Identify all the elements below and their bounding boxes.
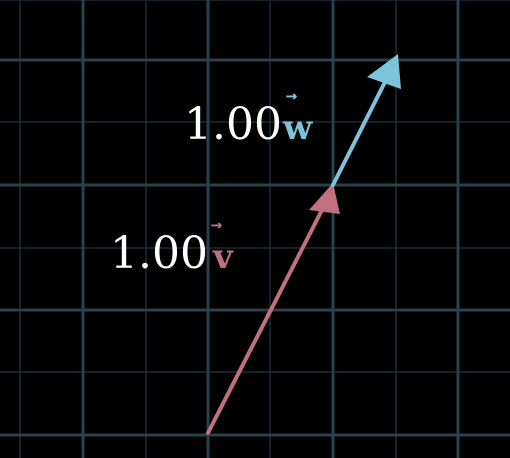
- vector-w-shaft: [331, 80, 387, 187]
- vector-w-coefficient: 1.00: [184, 99, 282, 150]
- vector-w: [331, 54, 401, 187]
- vector-v-name: v: [212, 237, 234, 277]
- vector-v-shaft: [206, 204, 326, 435]
- vector-w-name: w: [282, 108, 313, 148]
- vector-v-coefficient: 1.00: [110, 228, 208, 279]
- vector-w-arrow-accent: ⃗: [286, 93, 297, 100]
- vector-v: [206, 183, 340, 435]
- vector-v-label: 1.00 ⃗ v: [110, 222, 234, 279]
- vector-v-arrow-accent: ⃗: [211, 222, 222, 229]
- vector-w-label: 1.00 ⃗ w: [184, 93, 313, 150]
- vector-w-arrowhead: [367, 54, 401, 89]
- vector-v-arrowhead: [309, 183, 340, 214]
